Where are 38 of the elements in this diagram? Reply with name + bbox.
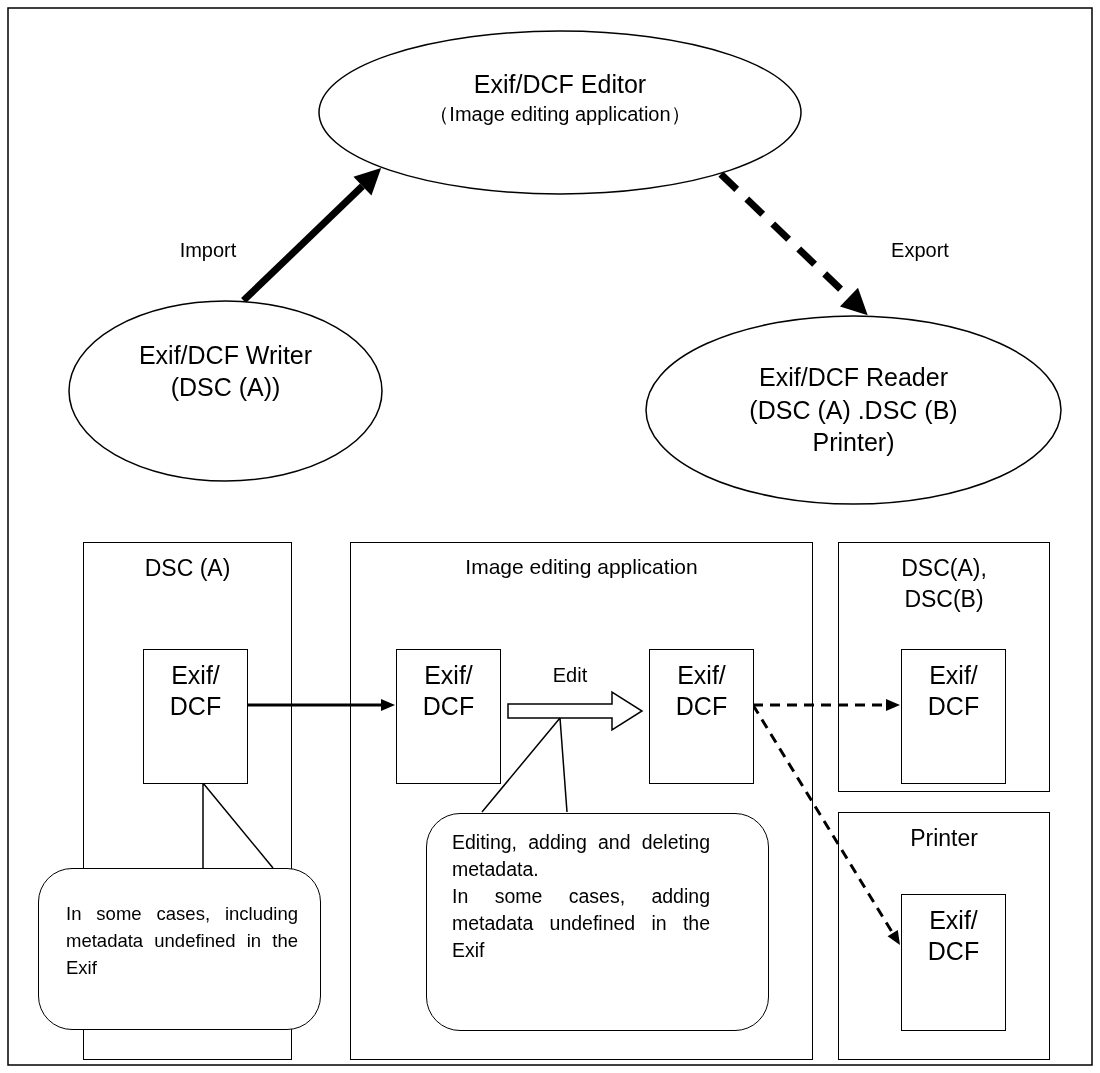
box-heading: DSC (A)	[143, 554, 232, 583]
callout-bubble	[38, 868, 321, 1030]
arrow	[718, 171, 868, 316]
box-heading: DSC(A), DSC(B)	[900, 554, 988, 615]
file-box	[143, 649, 248, 784]
leader-line	[202, 782, 274, 869]
callout-text: In some cases, adding metadata undefined in the Exif	[452, 884, 710, 963]
leader-line	[481, 717, 568, 813]
file-label: Exif/ DCF	[168, 660, 223, 722]
container-box	[350, 542, 813, 1060]
file-label: Exif/ DCF	[926, 660, 981, 722]
ellipse-node	[68, 300, 383, 482]
file-box	[396, 649, 501, 784]
node-label: (DSC (A) .DSC (B) Printer)	[748, 394, 959, 459]
node-label: Exif/DCF Writer	[138, 339, 313, 371]
arrow	[247, 699, 395, 711]
block-arrow	[507, 690, 644, 732]
callout-bubble	[426, 813, 769, 1031]
container-box	[838, 542, 1050, 792]
file-box	[901, 649, 1006, 784]
node-label: Exif/DCF Editor	[473, 69, 647, 101]
ellipse-node	[645, 315, 1062, 505]
file-box	[649, 649, 754, 784]
arrow	[241, 168, 382, 304]
file-label: Exif/ DCF	[926, 905, 981, 967]
node-label: Exif/DCF Reader	[759, 362, 948, 394]
box-heading: Image editing application	[464, 554, 699, 580]
callout-text: In some cases, including metadata undefined in the Exif	[66, 902, 298, 980]
file-label: Exif/ DCF	[674, 660, 729, 722]
ellipse-node	[318, 30, 802, 195]
arrow	[753, 699, 900, 711]
callout-text: Editing, adding and deleting metadata.	[452, 830, 710, 882]
file-box	[901, 894, 1006, 1031]
container-box	[838, 812, 1050, 1060]
box-heading: Printer	[909, 824, 979, 853]
node-label: （Image editing application）	[429, 101, 691, 127]
file-label: Exif/ DCF	[421, 660, 476, 722]
node-label: (DSC (A))	[170, 372, 281, 403]
